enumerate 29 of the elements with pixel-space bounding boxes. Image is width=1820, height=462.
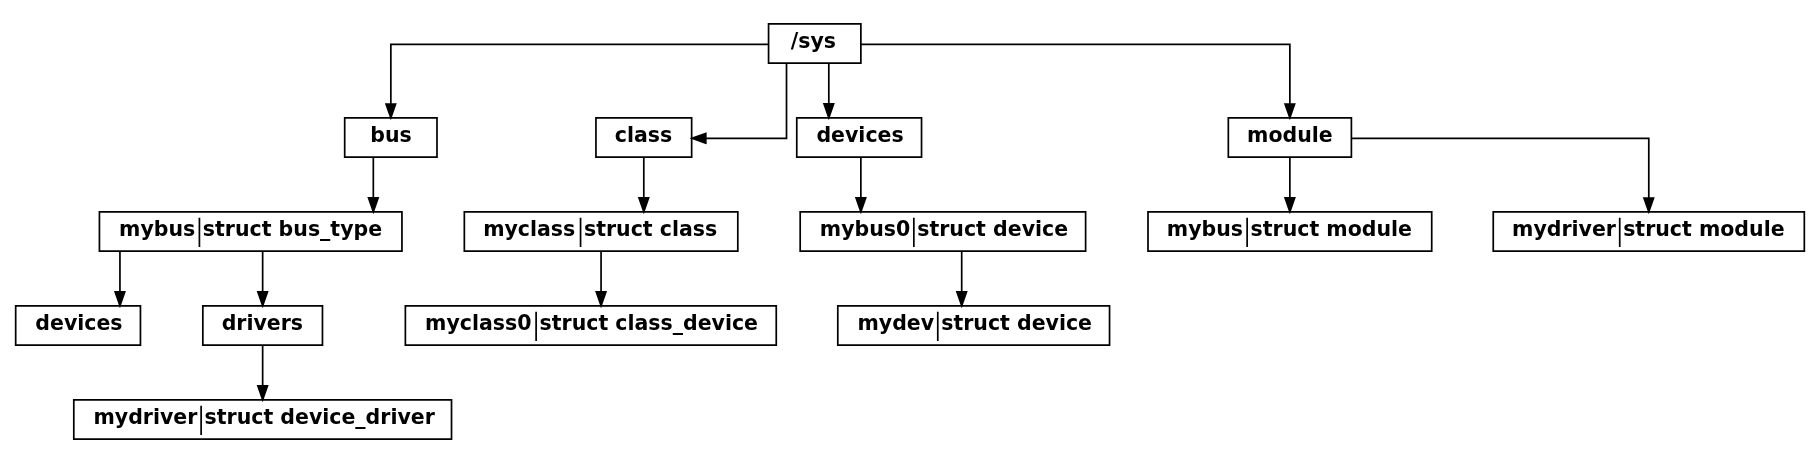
- arrow: [637, 156, 650, 214]
- node-box: mybus0 struct device: [799, 210, 1087, 252]
- arrow: [256, 250, 269, 308]
- node-box: devices: [795, 116, 923, 158]
- arrow: [595, 250, 608, 308]
- node-box: mydriver struct module: [1492, 210, 1806, 252]
- node-box: devices: [14, 304, 142, 346]
- node-box: mydriver struct device_driver: [72, 398, 453, 440]
- node-box: drivers: [201, 304, 324, 346]
- arrow: [955, 250, 968, 308]
- node-box: mydev struct device: [836, 304, 1111, 346]
- node-box: mybus struct module: [1147, 210, 1433, 252]
- node-box: /sys: [767, 22, 862, 64]
- node-box: myclass0 struct class_device: [404, 304, 778, 346]
- arrow: [1350, 137, 1655, 214]
- arrow: [384, 43, 770, 120]
- arrow: [860, 43, 1296, 120]
- arrow: [113, 250, 126, 308]
- node-box: bus: [343, 116, 438, 158]
- node-box: module: [1227, 116, 1353, 158]
- node-box: mybus struct bus_type: [98, 210, 403, 252]
- arrow: [854, 156, 867, 214]
- node-box: class: [595, 116, 693, 158]
- arrow: [822, 62, 835, 120]
- arrow: [367, 156, 380, 214]
- arrow: [689, 62, 788, 144]
- node-box: myclass struct class: [463, 210, 739, 252]
- arrow: [1283, 156, 1296, 214]
- arrow: [256, 344, 269, 402]
